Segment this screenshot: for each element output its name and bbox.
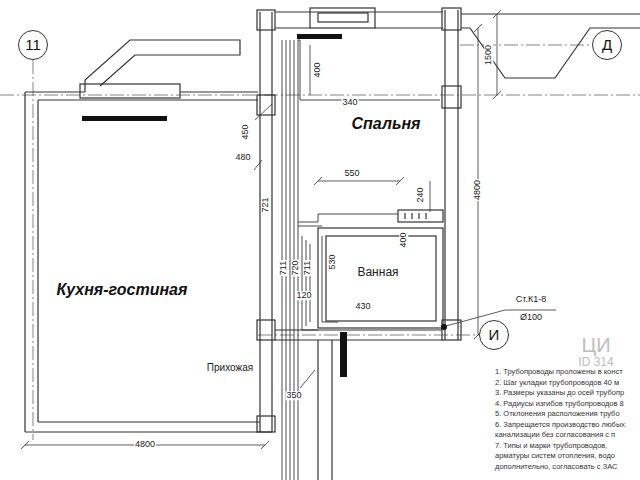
dark-marks: [82, 34, 347, 377]
fixture: [398, 210, 443, 222]
window: [80, 84, 180, 98]
dimension: 340: [341, 98, 358, 107]
column: [257, 95, 275, 115]
column: [442, 8, 461, 30]
door-mark: [340, 332, 347, 377]
axis-marker: Д: [592, 30, 623, 61]
note-line: 6. Запрещается производство любых: [494, 421, 626, 429]
column: [442, 86, 461, 108]
dimension: 711: [303, 260, 312, 276]
axis-lines: [0, 45, 640, 440]
note-line: 2. Шаг укладки трубопроводов 40 м: [494, 379, 620, 387]
node-text: Кухня-гостиная: [57, 281, 188, 299]
axis-line: [460, 45, 592, 46]
node-text: Спальня: [352, 115, 421, 133]
axis-line: [0, 95, 640, 96]
dimension: 550: [343, 169, 360, 178]
note-line: дополнительно, согласовать с ЗАС: [494, 463, 618, 471]
window-sill: [297, 34, 342, 39]
wall: [260, 12, 272, 432]
note-line: 3. Размеры указаны до осей трубопр: [494, 389, 625, 397]
leader-line: [300, 370, 315, 388]
pipe: [298, 40, 440, 100]
dimension: 4800: [473, 179, 482, 201]
wall: [25, 92, 258, 100]
corridor-wall: [318, 340, 332, 480]
wall: [445, 10, 458, 340]
dimension: 720: [291, 259, 300, 276]
dimension-line: [430, 181, 431, 212]
dimension: 400: [313, 61, 322, 78]
room-name: Прихожая: [206, 363, 254, 374]
note-line: канализации без согласования с п: [494, 431, 616, 439]
dimension: 350: [285, 391, 302, 400]
dimension-lines: [21, 10, 556, 449]
wall: [25, 422, 272, 432]
node-text: Д: [602, 37, 612, 54]
dimension: 4800: [134, 440, 156, 449]
pipe: [298, 214, 398, 226]
note-line: 7. Типы и марки трубопроводов,: [494, 442, 608, 450]
window-sill: [82, 116, 167, 121]
dimension-line: [21, 441, 269, 449]
column: [257, 10, 275, 30]
watermark: ID 314: [577, 356, 614, 369]
room-name: Ванная: [356, 266, 399, 279]
walls: [25, 8, 640, 480]
pipe: [302, 236, 318, 330]
pipe-diameter: Ø100: [519, 313, 543, 322]
dimension: 400: [399, 231, 408, 248]
balcony: [461, 14, 640, 78]
dimension-line: [493, 10, 501, 99]
node-text: И: [489, 327, 500, 344]
pipes: [282, 40, 440, 480]
node-text: 11: [25, 37, 41, 54]
wall: [25, 92, 38, 432]
bathroom-wall: [318, 228, 443, 328]
dimension: 721: [261, 196, 270, 213]
window: [310, 8, 375, 28]
dimension: 430: [354, 302, 371, 311]
wall: [275, 12, 443, 28]
dimension: 120: [295, 291, 312, 300]
note-line: 4. Радиусы изгибов трубопроводов 8: [494, 400, 625, 408]
wall: [275, 330, 442, 340]
room-label: Кухня-гостиная: [48, 277, 197, 303]
dimension: 450: [241, 123, 250, 140]
note-line: арматуры систем отопления, водо: [494, 452, 616, 460]
note-line: 5. Отклонения расположения трубо: [494, 410, 621, 418]
column: [257, 416, 275, 432]
column: [257, 320, 275, 340]
axis-line: [33, 60, 34, 440]
watermark: ЦИ: [580, 335, 611, 356]
leader-line: [254, 160, 262, 170]
fixture: [405, 213, 426, 219]
dimension: 480: [234, 153, 251, 162]
riser-symbol: [441, 324, 447, 330]
riser-name: Ст.К1-8: [515, 295, 547, 304]
dimension: 1500: [484, 44, 493, 66]
axis-line: [258, 335, 479, 336]
axis-marker: И: [479, 320, 510, 351]
dimension-line: [310, 45, 311, 95]
dimension: 240: [416, 186, 425, 203]
dimension: 530: [328, 253, 337, 270]
axis-marker: 11: [18, 30, 49, 61]
window: [318, 13, 368, 22]
note-line: 1. Трубопроводы проложены в конст: [494, 368, 624, 376]
dimension-line: [474, 24, 482, 339]
dimension: 711: [279, 260, 288, 276]
bathroom-wall: [326, 236, 436, 321]
pipe: [322, 236, 338, 322]
leader-line: [255, 104, 272, 120]
room-label: Спальня: [343, 111, 430, 137]
